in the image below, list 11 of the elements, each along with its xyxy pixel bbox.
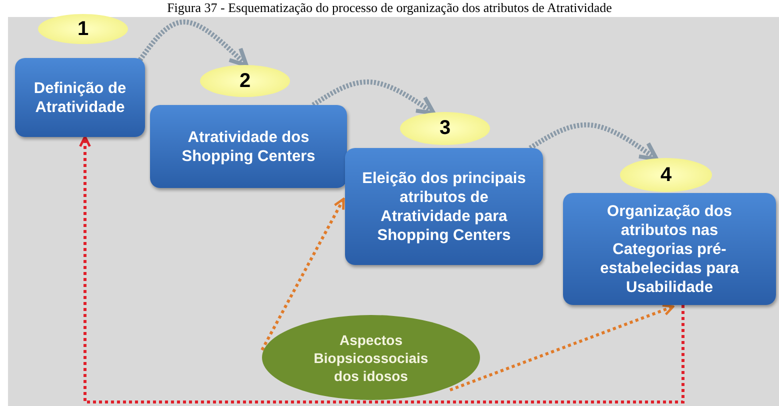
- process-box: Definição de Atratividade: [15, 58, 145, 137]
- process-box: Atratividade dos Shopping Centers: [150, 105, 347, 188]
- arrow: [260, 198, 345, 351]
- arrow: [138, 20, 248, 68]
- process-box: Eleição dos principais atributos de Atratividade para Shopping Centers: [345, 148, 543, 265]
- arrow: [312, 79, 436, 116]
- process-box: Organização dos atributos nas Categorias pré-estabelecidas para Usabilidade: [563, 193, 776, 305]
- arrow: [528, 122, 659, 162]
- figure-title: Figura 37 - Esquematização do processo de organização dos atributos de Atratividade: [166, 0, 613, 16]
- arrow: [449, 304, 674, 392]
- arrow: [79, 136, 684, 404]
